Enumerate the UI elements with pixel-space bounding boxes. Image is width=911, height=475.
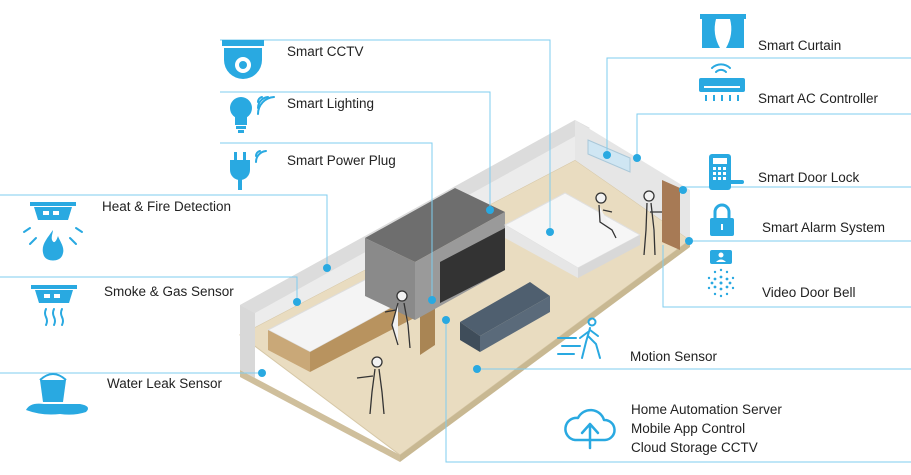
cctv-camera-icon xyxy=(222,40,264,79)
walking-person-icon xyxy=(557,317,601,359)
air-conditioner-icon xyxy=(699,63,745,101)
callout-dots xyxy=(258,151,693,377)
curtain-icon xyxy=(700,14,746,48)
water-bucket-icon xyxy=(26,373,88,415)
cloud-storage-cctv-label: Cloud Storage CCTV xyxy=(631,440,758,455)
fire-detector-icon xyxy=(23,202,83,261)
smart-power-plug-label: Smart Power Plug xyxy=(287,153,396,168)
smart-lighting-label: Smart Lighting xyxy=(287,96,375,111)
motion-sensor-label: Motion Sensor xyxy=(630,349,718,364)
heat-fire-detection-label: Heat & Fire Detection xyxy=(102,199,232,214)
water-leak-sensor-label: Water Leak Sensor xyxy=(107,376,223,391)
home-automation-server-label: Home Automation Server xyxy=(631,402,782,417)
callout-lines xyxy=(0,39,911,463)
smart-ac-controller-label: Smart AC Controller xyxy=(758,91,879,106)
smoke-gas-sensor-label: Smoke & Gas Sensor xyxy=(104,284,234,299)
people-silhouettes xyxy=(356,190,662,415)
door-lock-keypad-icon xyxy=(709,154,744,190)
padlock-icon xyxy=(710,203,734,236)
smart-cctv-label: Smart CCTV xyxy=(287,44,364,59)
apartment-cutaway xyxy=(239,120,691,462)
smoke-detector-icon xyxy=(31,285,77,326)
smart-curtain-label: Smart Curtain xyxy=(758,38,842,53)
video-door-bell-label: Video Door Bell xyxy=(762,285,856,300)
cloud-services-list: Home Automation Server Mobile App Contro… xyxy=(631,400,782,457)
video-doorbell-icon xyxy=(707,250,735,298)
light-bulb-icon xyxy=(230,96,275,133)
power-plug-icon xyxy=(230,150,267,190)
mobile-app-control-label: Mobile App Control xyxy=(631,421,746,436)
smart-door-lock-label: Smart Door Lock xyxy=(758,170,860,185)
smart-alarm-system-label: Smart Alarm System xyxy=(762,220,886,235)
cloud-upload-icon xyxy=(564,408,616,450)
